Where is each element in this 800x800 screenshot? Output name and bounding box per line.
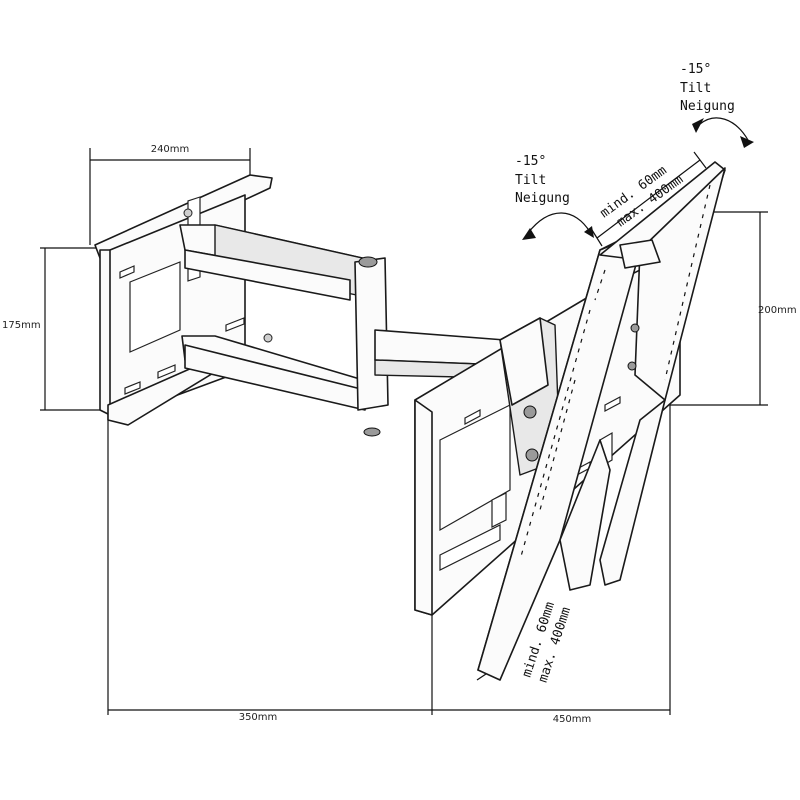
tilt-left-angle: -15° [515,154,546,169]
wall-plate [94,174,273,426]
rail-holes [519,184,711,561]
swing-arms [179,224,506,437]
tilt-left-label: -15° Tilt Neigung [515,154,570,206]
tilt-arrows [522,117,754,240]
dimension-lines [40,148,768,715]
tilt-left-en: Tilt [515,173,546,188]
tv-plate [414,161,726,681]
tilt-top-label: -15° Tilt Neigung [680,62,735,114]
dimension-labels: 240mm 175mm 200mm 350mm 450mm [2,144,797,725]
plate-height-label: 200mm [758,305,797,316]
base-length-label: 350mm [239,712,278,723]
tilt-top-en: Tilt [680,81,711,96]
arm-length-label: 450mm [553,714,592,725]
tilt-left-de: Neigung [515,191,570,206]
wall-width-label: 240mm [151,144,190,155]
tilt-top-de: Neigung [680,99,735,114]
tilt-top-angle: -15° [680,62,711,77]
wall-height-label: 175mm [2,320,41,331]
